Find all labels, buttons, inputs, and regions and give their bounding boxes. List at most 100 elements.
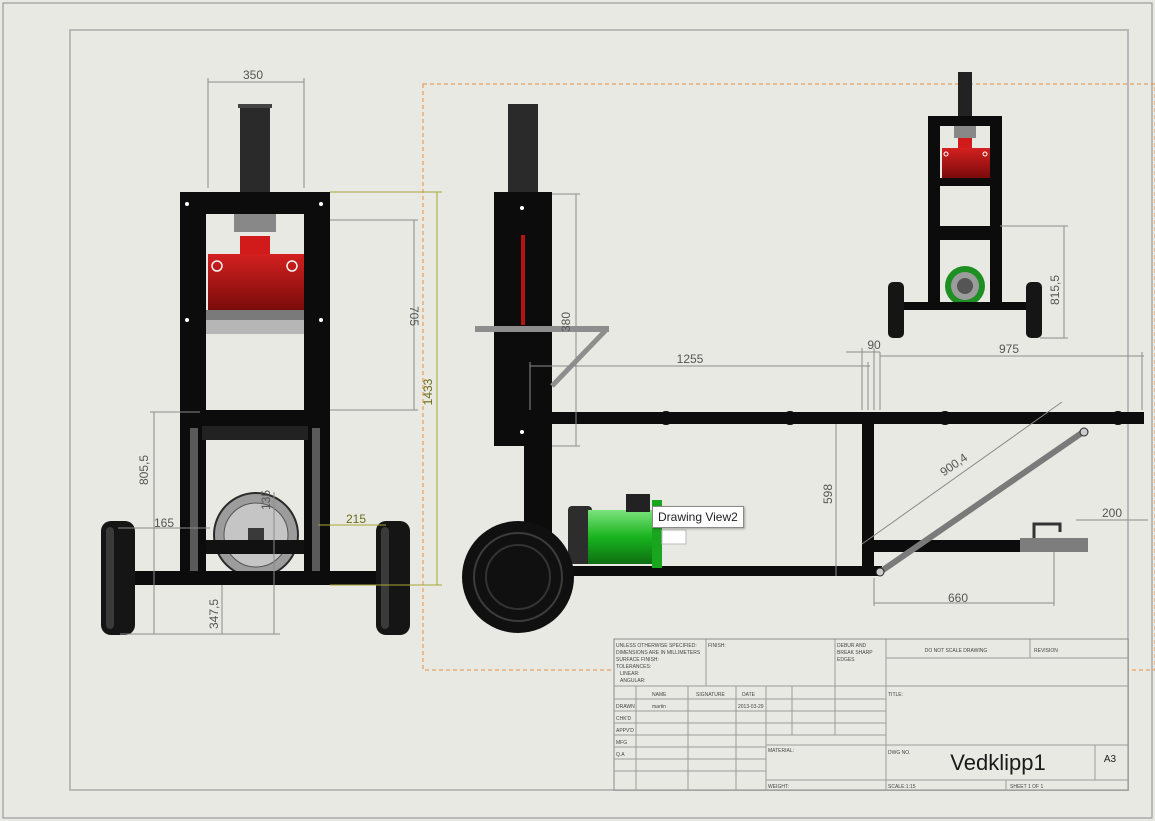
wheel-highlight	[381, 527, 389, 629]
bolt-icon	[943, 151, 949, 157]
drawn-date[interactable]: 2013-03-29	[738, 704, 764, 710]
iso-lower-beam	[940, 226, 990, 240]
dim-705[interactable]: 705	[407, 306, 421, 326]
front-left-rod	[190, 428, 198, 578]
dim-805-5[interactable]: 805,5	[137, 455, 151, 485]
col-signature: SIGNATURE	[696, 692, 725, 698]
row-mfg: MFG	[616, 740, 627, 746]
dim-660[interactable]: 660	[948, 591, 968, 605]
drawn-name[interactable]: martin	[652, 704, 666, 710]
drawing-name[interactable]: Vedklipp1	[950, 750, 1045, 775]
note-line-2: DIMENSIONS ARE IN MILLIMETERS	[616, 650, 701, 656]
side-cylinder	[508, 104, 538, 194]
side-vertical-leg	[862, 418, 874, 576]
drawing-border	[69, 29, 1129, 791]
wheel-hub	[485, 544, 551, 610]
iso-dimension-lines	[1000, 225, 1068, 339]
bolt-icon	[520, 430, 524, 434]
scale-label: SCALE:1:15	[888, 784, 916, 790]
front-lower-beam	[206, 540, 304, 554]
side-ram-edge	[521, 235, 525, 325]
front-ram-mount	[234, 214, 276, 232]
dim-135[interactable]: 135	[259, 490, 273, 510]
side-dimension-lines	[529, 193, 1148, 606]
iso-top-beam	[928, 116, 1002, 126]
sheet-size: A3	[1104, 754, 1117, 765]
iso-cylinder	[958, 72, 972, 118]
dim-350[interactable]: 350	[243, 68, 263, 82]
bolt-icon	[286, 260, 298, 272]
title-block-frame	[613, 638, 1129, 791]
bolt-icon	[319, 202, 323, 206]
iso-press-head	[942, 148, 990, 178]
title-block-grid	[614, 639, 1128, 790]
bolt-icon	[982, 151, 988, 157]
front-axle	[132, 571, 382, 585]
dim-815-5[interactable]: 815,5	[1048, 275, 1062, 305]
side-hitch-hook	[1032, 522, 1062, 538]
finish-label: FINISH:	[708, 643, 726, 649]
dim-598[interactable]: 598	[821, 484, 835, 504]
dwg-no-label: DWG NO.	[888, 750, 911, 756]
side-motor-endcap	[568, 506, 592, 564]
front-mid-beam	[180, 410, 330, 426]
side-motor-flange	[652, 500, 662, 568]
side-motor-terminal	[626, 494, 650, 512]
side-support-arm	[475, 326, 609, 332]
note-line-6: ANGULAR:	[620, 678, 646, 684]
bolt-icon	[319, 318, 323, 322]
dim-380[interactable]: 380	[559, 312, 573, 332]
wheel-highlight	[106, 527, 114, 629]
iso-right-post	[990, 116, 1002, 308]
side-motor	[588, 510, 652, 564]
side-diagonal-brace	[878, 427, 1088, 575]
iso-view[interactable]: 815,5	[888, 72, 1068, 339]
dim-165[interactable]: 165	[154, 516, 174, 530]
row-chkd: CHK'D	[616, 716, 632, 722]
row-appvd: APPV'D	[616, 728, 634, 734]
dim-975[interactable]: 975	[999, 342, 1019, 356]
front-view[interactable]: 350 705 1433 805,5 165 215 347,5 135	[101, 68, 442, 635]
note-line-1: UNLESS OTHERWISE SPECIFIED:	[616, 643, 697, 649]
title-label: TITLE:	[888, 692, 903, 698]
dim-1255[interactable]: 1255	[677, 352, 704, 366]
side-wheel	[462, 521, 574, 633]
drawing-view-tooltip: Drawing View2	[652, 506, 744, 528]
side-view[interactable]: 380 1255 90 975 598 900,4 200 660	[462, 104, 1148, 633]
iso-ram	[958, 138, 972, 150]
side-support-strut	[550, 328, 608, 388]
bolt-icon	[520, 206, 524, 210]
wheel-ring	[473, 532, 563, 622]
side-bottom-beam	[552, 566, 882, 576]
front-dimension-lines	[118, 78, 418, 635]
note-line-5: LINEAR:	[620, 671, 639, 677]
deburr-label-2: BREAK SHARP	[837, 650, 873, 656]
note-line-4: TOLERANCES:	[616, 664, 651, 670]
front-top-beam	[180, 192, 330, 214]
iso-ram-mount	[954, 126, 976, 138]
side-motor-shaft	[661, 529, 687, 545]
title-block[interactable]: UNLESS OTHERWISE SPECIFIED: DIMENSIONS A…	[613, 638, 1129, 791]
front-mid-beam-lower	[202, 426, 308, 440]
deburr-label-1: DEBUR AND	[837, 643, 867, 649]
iso-left-wheel	[888, 282, 904, 338]
dim-215[interactable]: 215	[346, 512, 366, 526]
col-date: DATE	[742, 692, 756, 698]
dim-1433[interactable]: 1433	[421, 378, 435, 405]
bolt-icon	[211, 260, 223, 272]
bolt-icon	[185, 202, 189, 206]
row-qa: Q.A	[616, 752, 625, 758]
iso-left-post	[928, 116, 940, 308]
beam-bolt-icon	[938, 411, 952, 425]
dim-200[interactable]: 200	[1102, 506, 1122, 520]
bolt-icon	[185, 318, 189, 322]
front-blade	[206, 310, 304, 320]
do-not-scale-label: DO NOT SCALE DRAWING	[925, 648, 988, 654]
dim-347-5[interactable]: 347,5	[207, 599, 221, 629]
front-cylinder-cap	[238, 104, 272, 108]
dim-90[interactable]: 90	[867, 338, 881, 352]
pivot-icon	[875, 567, 885, 577]
pivot-icon	[1079, 427, 1089, 437]
col-name: NAME	[652, 692, 667, 698]
